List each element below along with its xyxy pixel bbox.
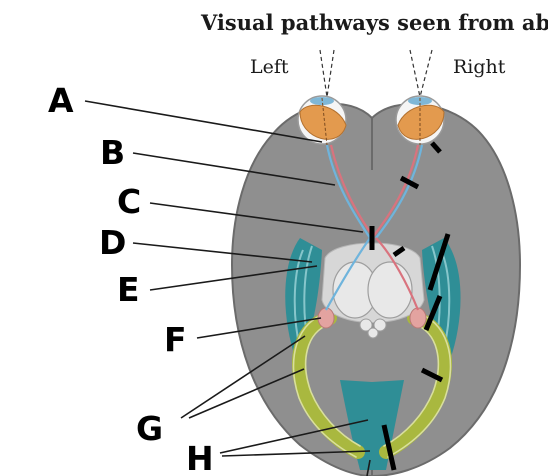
callout-label-c: C [117,182,141,221]
pointer-h1 [219,419,369,454]
callout-label-g: G [136,409,163,448]
diagram-title: Visual pathways seen from above [200,10,548,35]
pointer-h3 [366,459,371,476]
pointer-e [149,265,318,291]
lesion-bar-optic-nerve [430,141,442,154]
pointer-a [84,100,323,143]
callout-label-h: H [186,439,214,476]
optic-radiations [292,311,452,459]
callout-label-b: B [100,133,125,172]
visual-field-lines [319,49,433,98]
pointer-f [196,317,322,339]
left-eye [297,95,347,146]
pointer-lines [84,100,371,476]
lesion-bar-radiation-lower [420,367,444,383]
lesion-bar-radiation-mid [423,295,443,331]
side-label-left: Left [250,56,289,78]
side-label-right: Right [453,56,506,78]
callout-label-d: D [99,223,126,262]
lesion-bars [369,141,451,471]
lesion-bar-optic-tract [392,245,406,258]
lesion-bar-cortex [381,424,397,471]
callout-label-f: F [164,320,187,359]
lgn-right [409,307,427,329]
optic-pathway-fibers [325,144,424,311]
callout-label-a: A [48,81,74,120]
pointer-h2 [221,450,371,457]
right-eye [395,95,445,145]
pointer-c [149,202,364,233]
callout-label-e: E [117,270,140,309]
pointer-b [132,152,336,186]
pointer-g1 [180,335,306,419]
pointer-g2 [188,368,305,419]
lesion-bar-nerve-mid [399,175,420,190]
lesion-bar-radiation-upper [427,233,451,291]
pointer-d [132,242,313,263]
